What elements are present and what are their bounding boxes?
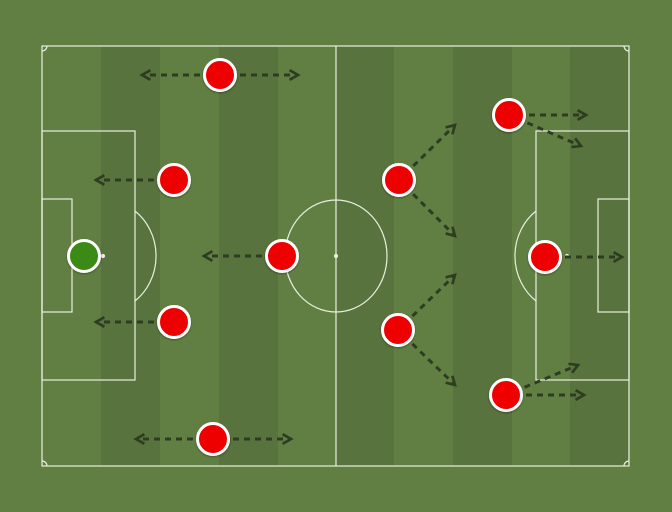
left-penalty-spot <box>100 253 106 259</box>
players <box>67 58 562 456</box>
corner-arc-top-left <box>41 45 48 52</box>
movement-arrows <box>96 75 622 439</box>
movement-arrow <box>411 342 455 385</box>
movement-arrow <box>526 121 581 146</box>
corner-arc-top-right <box>623 45 630 52</box>
movement-arrow <box>412 193 455 236</box>
player-marker[interactable] <box>492 98 526 132</box>
player-marker[interactable] <box>157 163 191 197</box>
movement-arrow <box>523 365 578 389</box>
player-marker[interactable] <box>203 58 237 92</box>
goalkeeper-marker[interactable] <box>67 239 101 273</box>
grass-stripe <box>336 46 394 466</box>
movement-arrow <box>412 125 455 168</box>
corner-arc-bottom-right <box>623 460 630 467</box>
player-marker[interactable] <box>528 240 562 274</box>
grass-stripe <box>101 46 160 466</box>
left-penalty-arc <box>134 210 157 302</box>
player-marker[interactable] <box>381 313 415 347</box>
player-marker[interactable] <box>196 422 230 456</box>
corner-arc-bottom-left <box>41 460 48 467</box>
pitch-markings <box>41 45 630 467</box>
player-marker[interactable] <box>382 163 416 197</box>
movement-arrow <box>411 275 455 318</box>
player-marker[interactable] <box>265 239 299 273</box>
center-spot <box>333 253 339 259</box>
player-marker[interactable] <box>489 378 523 412</box>
player-marker[interactable] <box>157 305 191 339</box>
right-penalty-arc <box>514 210 537 302</box>
